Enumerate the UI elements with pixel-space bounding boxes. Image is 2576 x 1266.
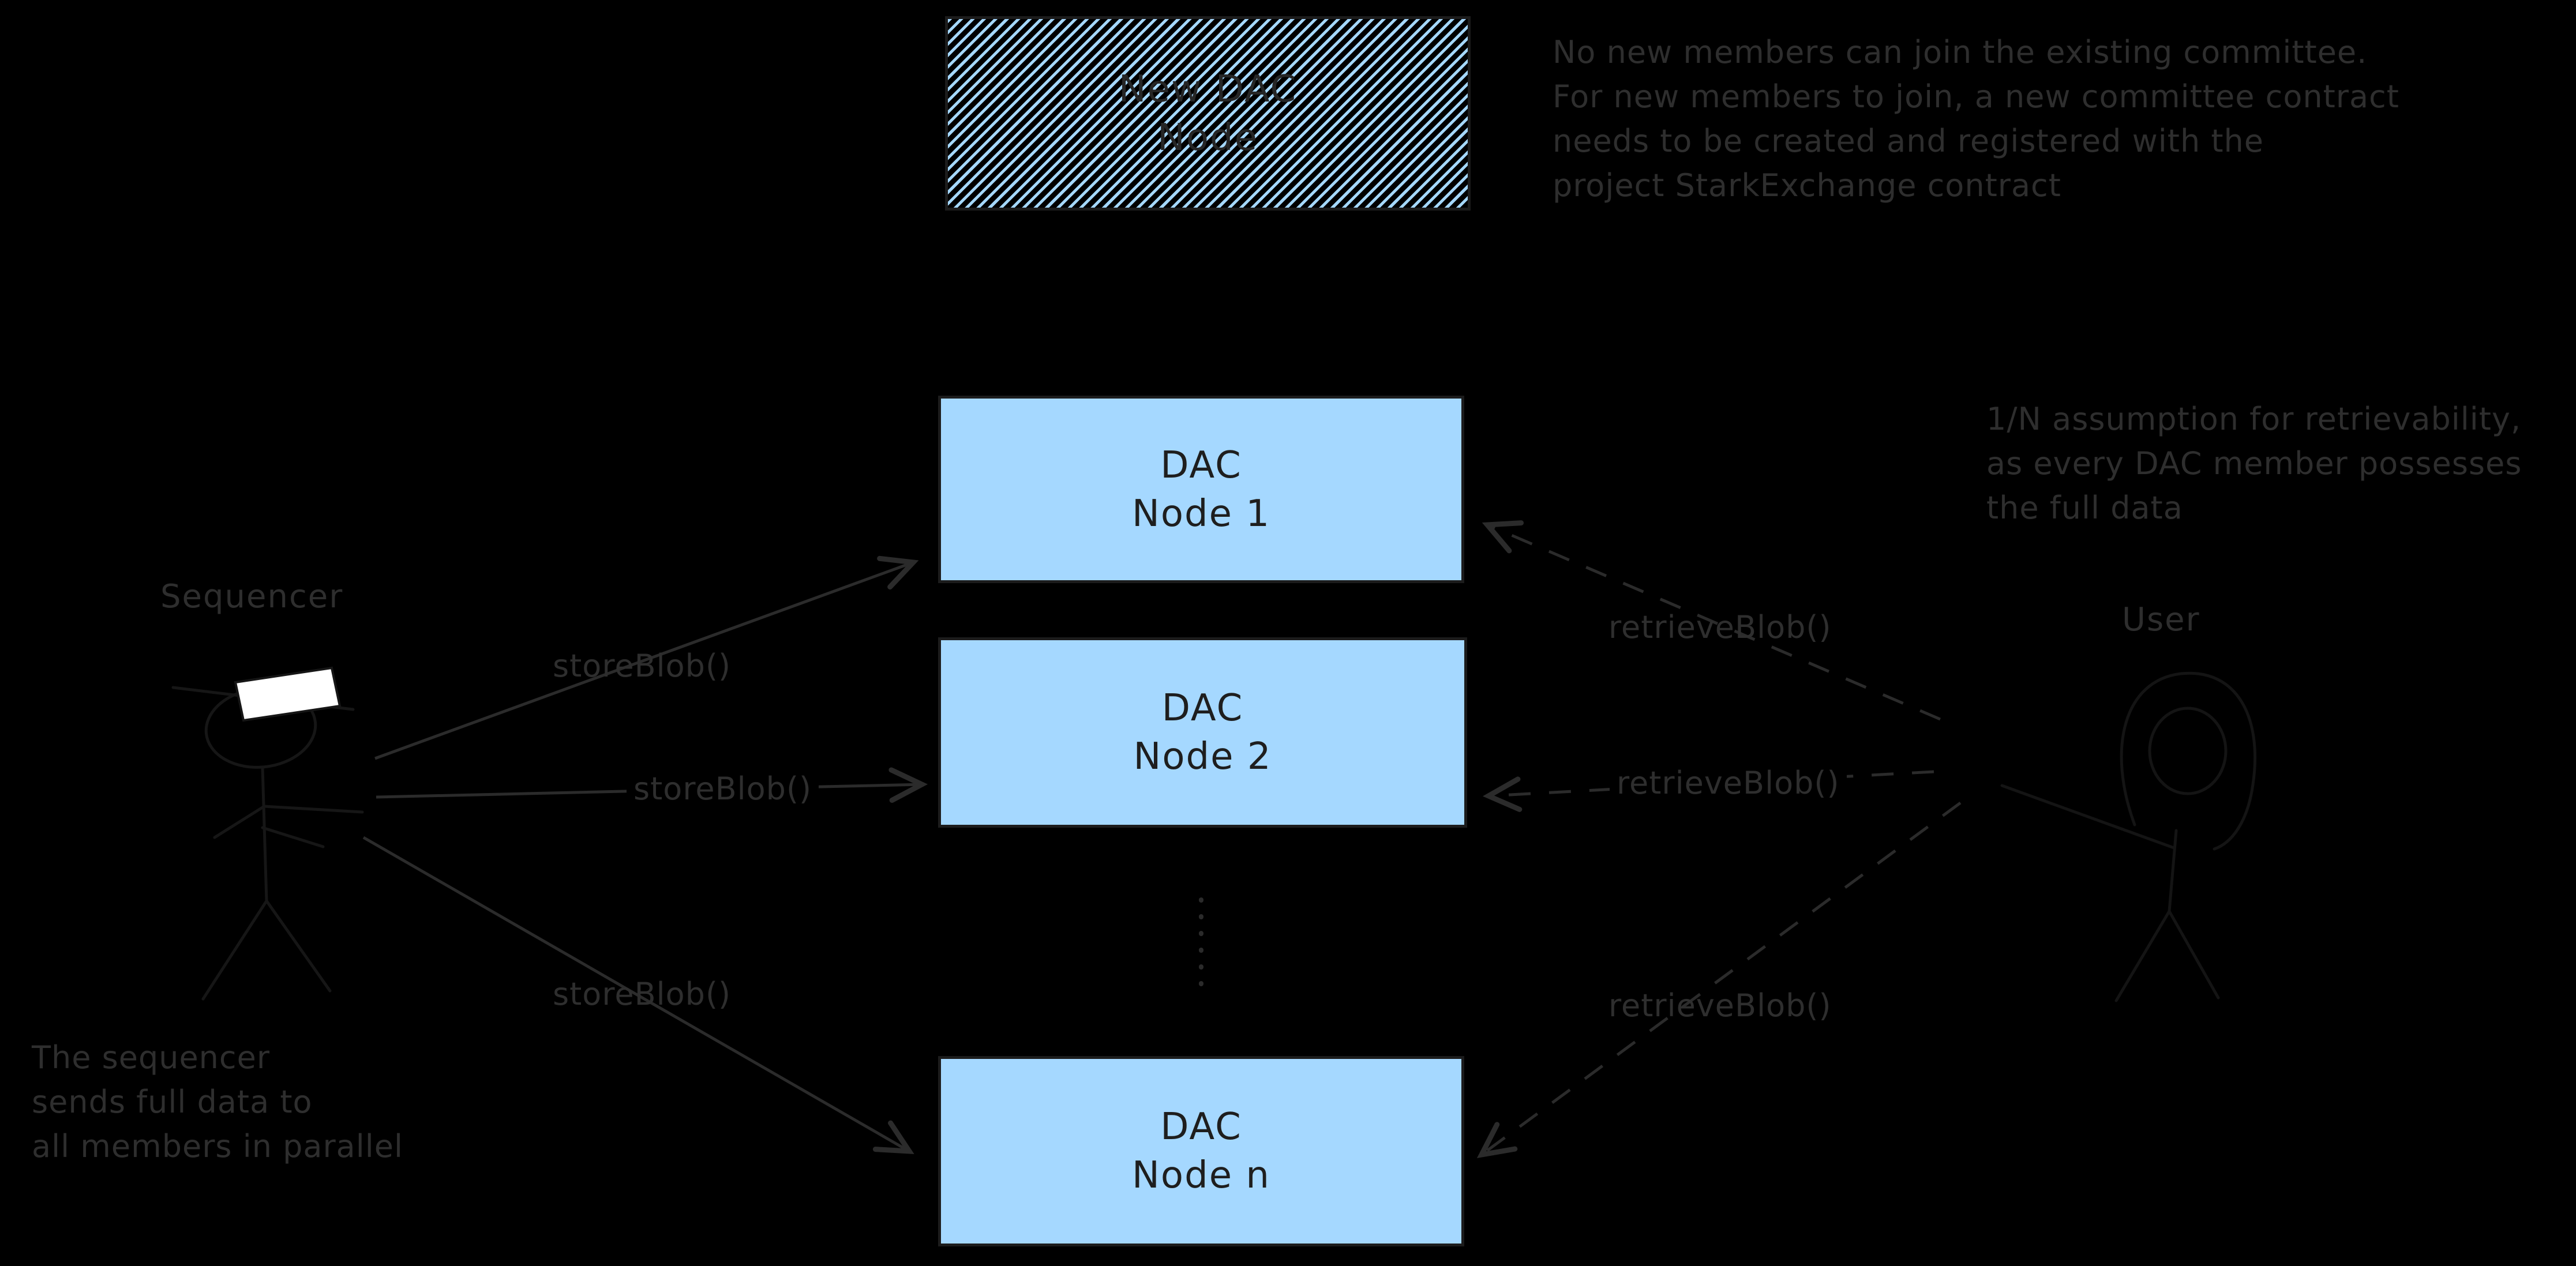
annotation-retrievability: 1/N assumption for retrievability, as ev… — [1986, 397, 2522, 530]
sequencer-label: Sequencer — [160, 578, 344, 615]
user-figure-icon — [2000, 671, 2256, 1002]
dac-node-n-box: DAC Node n — [938, 1056, 1464, 1246]
retrieve-blob-label-1: retrieveBlob() — [1608, 609, 1832, 645]
retrieve-blob-label-2: retrieveBlob() — [1610, 766, 1847, 801]
dac-node-2-box: DAC Node 2 — [938, 637, 1467, 828]
annotation-committee-line2: For new members to join, a new committee… — [1553, 78, 2399, 115]
annotation-sequencer-sends: The sequencer sends full data to all mem… — [32, 1035, 403, 1169]
arrow-retrieve-node1 — [1482, 520, 1941, 721]
annotation-committee: No new members can join the existing com… — [1553, 30, 2399, 208]
user-label: User — [2122, 601, 2200, 638]
store-blob-label-2: storeBlob() — [627, 772, 819, 806]
dac-node-n-label-line1: DAC — [1160, 1106, 1242, 1148]
new-dac-node-label-line2: Node — [1157, 116, 1259, 159]
annotation-sequencer-sends-line1: The sequencer — [32, 1039, 271, 1076]
dac-node-2-label-line1: DAC — [1161, 687, 1244, 730]
annotation-sequencer-sends-line2: sends full data to — [32, 1084, 313, 1120]
arrow-store-noden — [362, 836, 914, 1155]
dac-node-1-box: DAC Node 1 — [938, 396, 1464, 583]
dac-node-2-label-line2: Node 2 — [1133, 735, 1272, 778]
new-dac-node-box: New DAC Node — [945, 16, 1471, 211]
new-dac-node-label-line1: New DAC — [1118, 67, 1298, 111]
store-blob-label-3: storeBlob() — [553, 976, 732, 1012]
annotation-retrievability-line1: 1/N assumption for retrievability, — [1986, 401, 2522, 437]
store-blob-label-1: storeBlob() — [553, 648, 732, 684]
arrow-retrieve-noden — [1476, 801, 1962, 1158]
arrow-store-node1 — [374, 555, 919, 760]
dac-node-n-label-line2: Node n — [1132, 1154, 1270, 1197]
dac-node-1-label-line1: DAC — [1160, 444, 1242, 487]
annotation-committee-line3: needs to be created and registered with … — [1553, 123, 2264, 159]
retrieve-blob-label-3: retrieveBlob() — [1608, 987, 1832, 1024]
annotation-retrievability-line2: as every DAC member possesses — [1986, 445, 2522, 482]
annotation-sequencer-sends-line3: all members in parallel — [32, 1128, 403, 1164]
annotation-retrievability-line3: the full data — [1986, 490, 2183, 526]
annotation-committee-line1: No new members can join the existing com… — [1553, 34, 2368, 70]
annotation-committee-line4: project StarkExchange contract — [1553, 167, 2061, 204]
sequencer-hat — [234, 666, 342, 722]
dac-node-1-label-line2: Node 1 — [1131, 492, 1271, 535]
sequencer-figure-icon — [171, 666, 364, 1001]
